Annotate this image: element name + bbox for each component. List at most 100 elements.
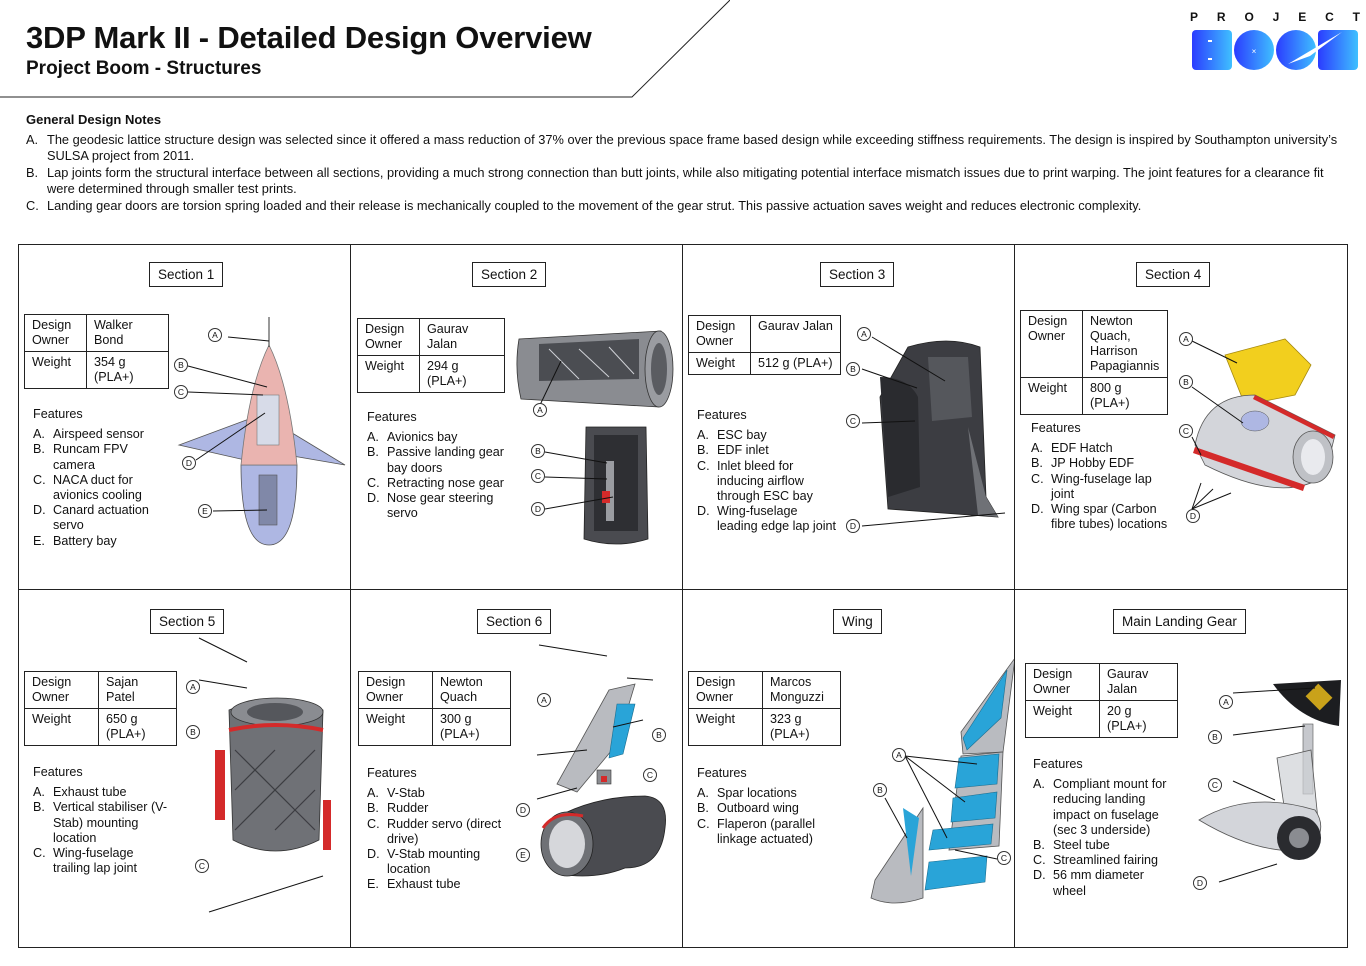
feature-item: D.V-Stab mounting location xyxy=(367,847,481,877)
callout-c: C xyxy=(997,851,1011,865)
notes-heading: General Design Notes xyxy=(26,112,162,127)
feature-item: B.Steel tube xyxy=(1033,838,1110,853)
owner-value: Gaurav Jalan xyxy=(750,315,841,353)
callout-d: D xyxy=(531,502,545,516)
callout-b: B xyxy=(174,358,188,372)
weight-value: 800 g (PLA+) xyxy=(1082,377,1168,415)
header-frame-line xyxy=(0,0,730,98)
feature-item: C.Wing-fuselage lap joint xyxy=(1031,471,1152,501)
weight-value: 323 g (PLA+) xyxy=(762,708,841,746)
section-title: Main Landing Gear xyxy=(1113,609,1246,634)
callout-b: B xyxy=(652,728,666,742)
feature-item: B.Outboard wing xyxy=(697,801,799,816)
logo-letter: O xyxy=(1244,10,1254,24)
owner-value: Walker Bond xyxy=(86,314,169,352)
weight-label: Weight xyxy=(688,708,763,746)
leader-lines xyxy=(861,336,1006,527)
landing-gear-illustration xyxy=(1198,680,1341,860)
feature-item: C.Streamlined fairing xyxy=(1033,853,1158,868)
feature-item: C.Rudder servo (direct drive) xyxy=(367,816,502,846)
leader-lines xyxy=(539,360,614,510)
callout-a: A xyxy=(857,327,871,341)
nose-gear-bay-illustration xyxy=(583,426,649,545)
features-heading: Features xyxy=(367,410,417,424)
callout-a: A xyxy=(892,748,906,762)
weight-value: 650 g (PLA+) xyxy=(98,708,177,746)
feature-item: B.Rudder xyxy=(367,801,429,816)
features-heading: Features xyxy=(33,765,83,779)
callout-d: D xyxy=(846,519,860,533)
weight-value: 20 g (PLA+) xyxy=(1099,700,1178,738)
note-item: B.Lap joints form the structural interfa… xyxy=(26,165,1324,196)
owner-value: Gaurav Jalan xyxy=(1099,663,1178,701)
feature-item: C.Wing-fuselage trailing lap joint xyxy=(33,846,138,876)
features-heading: Features xyxy=(33,407,83,421)
feature-item: C.Flaperon (parallel linkage actuated) xyxy=(697,816,816,846)
callout-a: A xyxy=(1179,332,1193,346)
feature-item: A.Airspeed sensor xyxy=(33,427,145,442)
feature-item: D.Canard actuation servo xyxy=(33,503,149,533)
feature-item: A.V-Stab xyxy=(367,786,425,801)
feature-item: E.Exhaust tube xyxy=(367,877,461,892)
features-heading: Features xyxy=(1033,757,1083,771)
section-title: Section 6 xyxy=(477,609,552,634)
logo-letters: P R O J E C T xyxy=(1190,10,1360,24)
features-heading: Features xyxy=(697,408,747,422)
feature-item: A.ESC bay xyxy=(697,428,767,443)
callout-b: B xyxy=(186,725,200,739)
callout-b: B xyxy=(531,444,545,458)
logo-boom-mark: × xyxy=(1192,30,1358,70)
callout-a: A xyxy=(537,693,551,707)
feature-item: C.Retracting nose gear xyxy=(367,475,504,490)
logo-letter: C xyxy=(1325,10,1334,24)
features-list: Features A.EDF Hatch B.JP Hobby EDF C.Wi… xyxy=(1031,421,1171,532)
page-title: 3DP Mark II - Detailed Design Overview xyxy=(26,20,592,55)
wing-illustration xyxy=(870,658,1014,904)
logo-letter: E xyxy=(1298,10,1307,24)
feature-item: C.Inlet bleed for inducing airflow throu… xyxy=(697,458,813,504)
section-title: Section 5 xyxy=(150,609,225,634)
weight-value: 300 g (PLA+) xyxy=(432,708,511,746)
logo-letter: R xyxy=(1216,10,1226,24)
feature-item: B.Passive landing gear bay doors xyxy=(367,445,504,475)
general-design-notes: General Design Notes A.The geodesic latt… xyxy=(26,112,1346,215)
callout-d: D xyxy=(516,803,530,817)
features-list: Features A.ESC bay B.EDF inlet C.Inlet b… xyxy=(697,408,837,535)
callout-a: A xyxy=(208,328,222,342)
callout-c: C xyxy=(195,859,209,873)
logo-letter: P xyxy=(1190,10,1199,24)
features-heading: Features xyxy=(697,766,747,780)
owner-value: Newton Quach xyxy=(432,671,511,709)
owner-label: Design Owner xyxy=(24,314,87,352)
callout-d: D xyxy=(182,456,196,470)
avionics-bay-illustration xyxy=(516,330,674,408)
callout-c: C xyxy=(643,768,657,782)
owner-label: Design Owner xyxy=(1020,310,1083,378)
owner-label: Design Owner xyxy=(24,671,99,709)
note-item: A.The geodesic lattice structure design … xyxy=(26,132,1338,163)
owner-value: Newton Quach, Harrison Papagiannis xyxy=(1082,310,1168,378)
callout-b: B xyxy=(1179,375,1193,389)
owner-label: Design Owner xyxy=(1025,663,1100,701)
weight-label: Weight xyxy=(1020,377,1083,415)
callout-c: C xyxy=(531,469,545,483)
nose-section-illustration xyxy=(177,317,346,546)
svg-text:×: × xyxy=(1252,47,1257,56)
section-title: Section 3 xyxy=(820,262,895,287)
section-title: Wing xyxy=(833,609,882,634)
weight-value: 294 g (PLA+) xyxy=(419,355,505,393)
callout-d: D xyxy=(1193,876,1207,890)
callout-a: A xyxy=(1219,695,1233,709)
